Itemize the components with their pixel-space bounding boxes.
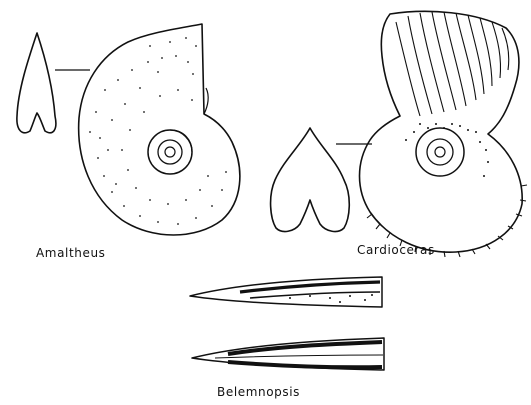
amaltheus-stippling [89, 37, 227, 225]
cardioceras-label: Cardioceras [357, 243, 435, 257]
cardioceras-shading [405, 123, 489, 177]
amaltheus-label: Amaltheus [36, 246, 106, 260]
belemnopsis-label: Belemnopsis [217, 385, 300, 399]
cardioceras-umbilicus [416, 128, 464, 176]
amaltheus-umbilicus [148, 130, 192, 174]
cardioceras-illustration [271, 11, 527, 257]
belemnopsis-illustration [190, 277, 384, 370]
amaltheus-outer-whorl [79, 24, 240, 235]
cardioceras-outer-whorl [360, 11, 523, 252]
cardioceras-ribbing [396, 12, 509, 116]
amaltheus-illustration [17, 24, 240, 235]
amaltheus-cross-section [17, 33, 56, 133]
